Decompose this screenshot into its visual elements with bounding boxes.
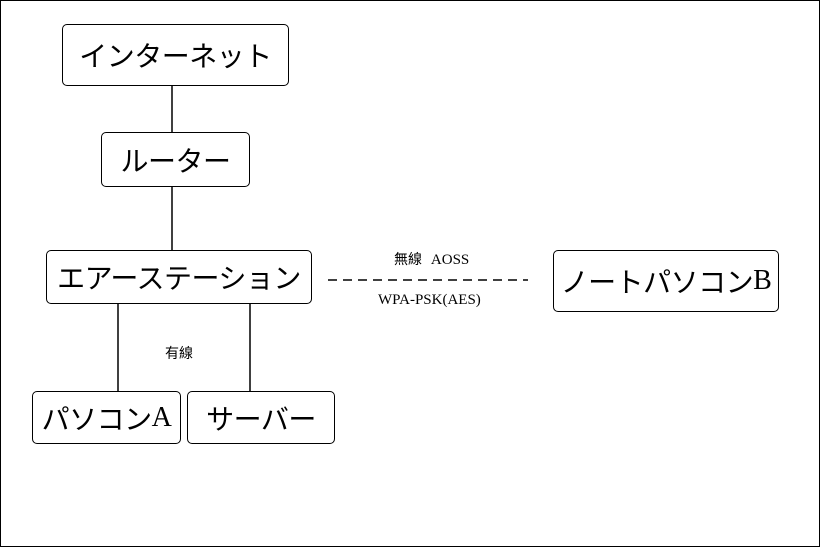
node-notebook-letter: B [753, 265, 772, 296]
node-internet-label: インターネット [79, 40, 272, 73]
label-wired: 有線 [165, 343, 193, 363]
label-wireless: 無線 [394, 252, 422, 268]
node-airstation: エアーステーション [46, 250, 312, 304]
node-server: サーバー [187, 391, 335, 444]
node-internet: インターネット [62, 24, 289, 86]
label-encryption: WPA-PSK(AES) [378, 292, 481, 309]
label-wired-text: 有線 [165, 346, 193, 362]
node-pc-a-letter: A [151, 401, 172, 433]
label-wireless-aoss: 無線 AOSS [394, 249, 469, 269]
node-notebook-label: ノートパソコン [560, 266, 754, 299]
label-encryption-text: WPA-PSK(AES) [378, 292, 481, 308]
node-server-label: サーバー [206, 402, 316, 436]
node-airstation-label: エアーステーション [57, 262, 301, 295]
node-pc-a-label: パソコン [41, 402, 153, 436]
label-aoss: AOSS [430, 252, 470, 268]
node-router-label: ルーター [120, 144, 231, 178]
node-router: ルーター [101, 132, 250, 187]
